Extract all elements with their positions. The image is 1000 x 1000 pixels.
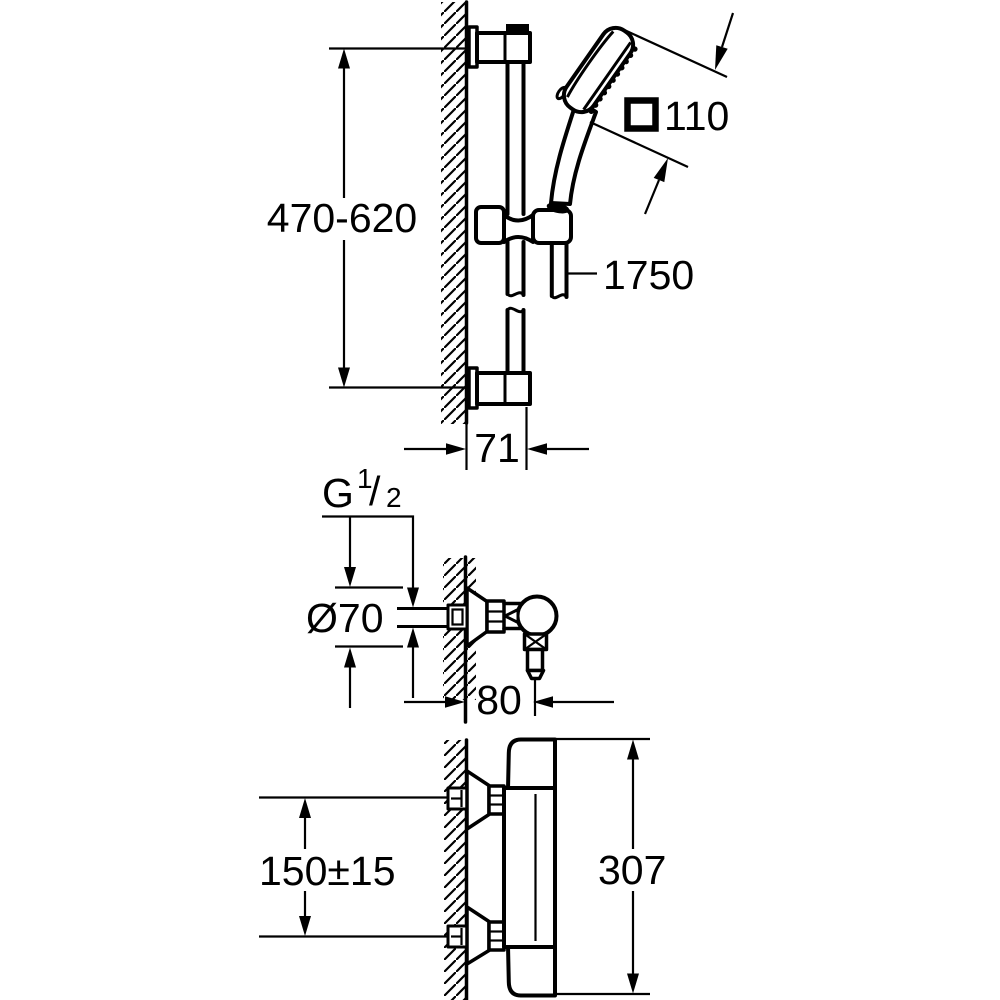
dim-escutcheon-diameter: Ø70 [306,517,403,708]
holder-socket [531,208,573,245]
wall-hatching [444,740,466,1000]
arrow-diag-icon [653,158,668,183]
connector-tip [525,668,546,681]
arrow-right-icon [445,696,465,708]
hose-length-label: 1750 [603,252,694,298]
thermostat-view: 150±15 307 [259,737,666,1000]
arrow-up-icon [407,627,419,648]
handle-cone-seal [546,202,570,214]
escutcheon-diameter-label: Ø70 [306,595,384,641]
union-nut [487,784,506,816]
dim-centre-distance: 150±15 [259,798,396,936]
rail-bottom-bracket [467,366,532,410]
dim-projection: 80 [404,677,614,723]
arrow-down-icon [338,367,350,388]
wall-union-body [397,586,559,681]
s-union-lower [446,905,506,966]
arrow-left-icon [527,443,547,455]
dim-hose-length: 1750 [566,252,694,298]
centre-distance-label: 150±15 [259,848,396,894]
overall-length-label: 307 [598,847,666,893]
arrow-down-icon [407,587,419,608]
wall-distance-label: 71 [474,425,520,471]
arrow-down-icon [627,973,639,994]
escutcheon-cone [465,586,489,648]
arrow-right-icon [446,443,466,455]
wall-section-bottom [444,738,469,1000]
shower-hose [549,241,569,300]
mixer-valve-body [502,786,557,949]
head-size-label: 110 [664,93,729,139]
mixer-bottom-cap [506,944,557,998]
projection-label: 80 [476,677,522,723]
union-elbow [515,594,559,638]
rail-break-upper [506,291,525,298]
rail-end-cap [506,24,529,34]
dim-wall-distance: 71 [404,407,589,471]
arrow-diag-icon [715,45,728,70]
arrow-up-icon [627,739,639,760]
square-symbol-icon [624,97,659,132]
s-union-upper [446,769,506,831]
shower-rail-view: 470-620 110 1750 71 [267,0,735,471]
arrow-up-icon [299,798,311,818]
dim-rail-height: 470-620 [267,48,417,388]
union-nut [487,920,506,952]
hose-connector [525,647,545,673]
arrow-up-icon [338,48,350,69]
wall-hatching [441,2,466,424]
arrow-up-icon [344,647,356,668]
mixer-top-cap [506,737,557,791]
union-nut [485,599,506,634]
hose-break [550,293,568,300]
dim-overall-length: 307 [556,737,666,996]
escutcheon-cone [465,769,491,831]
dim-head-size: 110 [589,12,735,215]
arrow-left-icon [533,696,553,708]
wall-section-top [441,0,469,425]
hand-shower-handle [549,98,598,206]
arrow-down-icon [344,567,356,587]
arrow-down-icon [299,916,311,936]
shower-rail [505,60,526,375]
mixer-body [502,737,557,998]
rail-top-bracket [467,24,532,69]
lever-pointer [503,608,520,624]
escutcheon-cone [465,905,491,966]
rail-height-label: 470-620 [267,195,417,241]
rail-break-lower [506,306,525,314]
